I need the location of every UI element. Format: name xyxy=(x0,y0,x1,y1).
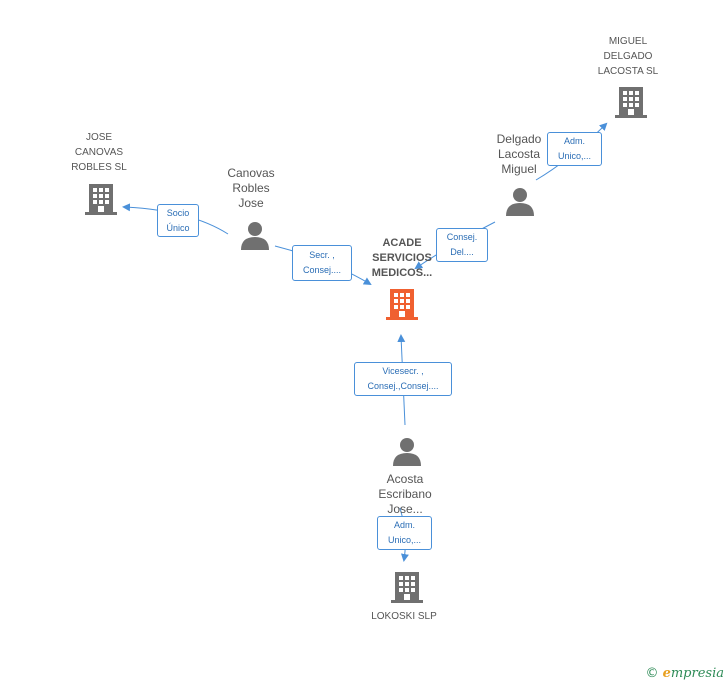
building-icon[interactable] xyxy=(84,182,118,216)
canovas-person-label[interactable]: Canovas Robles Jose xyxy=(227,166,275,210)
building-icon[interactable] xyxy=(390,570,424,604)
lokoski-label[interactable]: LOKOSKI SLP xyxy=(371,611,437,622)
center-company-label[interactable]: ACADE SERVICIOS MEDICOS... xyxy=(371,237,433,279)
acosta-person-label[interactable]: Acosta Escribano Jose... xyxy=(378,472,432,516)
miguel-delgado-sl-label[interactable]: MIGUEL DELGADO LACOSTA SL xyxy=(597,36,659,77)
relation-socio-unico[interactable]: Socio Único xyxy=(157,204,199,237)
brand-logo-text: mpresia xyxy=(670,666,724,681)
copyright-icon: © xyxy=(645,666,659,681)
jose-canovas-sl-label[interactable]: JOSE CANOVAS ROBLES SL xyxy=(71,132,127,173)
relation-consej-del[interactable]: Consej. Del.... xyxy=(436,228,488,262)
person-icon[interactable] xyxy=(240,220,270,250)
person-icon[interactable] xyxy=(392,436,422,466)
relation-vicesecr[interactable]: Vicesecr. , Consej.,Consej.... xyxy=(354,362,452,396)
brand-logo-e: e xyxy=(662,666,671,681)
building-icon[interactable] xyxy=(614,85,648,119)
building-icon-highlighted[interactable] xyxy=(385,287,419,321)
brand-footer: © empresia xyxy=(645,666,724,681)
relation-adm-unico-lokoski[interactable]: Adm. Unico,... xyxy=(377,516,432,550)
relation-secr-consej[interactable]: Secr. , Consej.... xyxy=(292,245,352,281)
person-icon[interactable] xyxy=(505,186,535,216)
delgado-person-label[interactable]: Delgado Lacosta Miguel xyxy=(496,132,542,176)
relation-adm-unico-miguel[interactable]: Adm. Unico,... xyxy=(547,132,602,166)
